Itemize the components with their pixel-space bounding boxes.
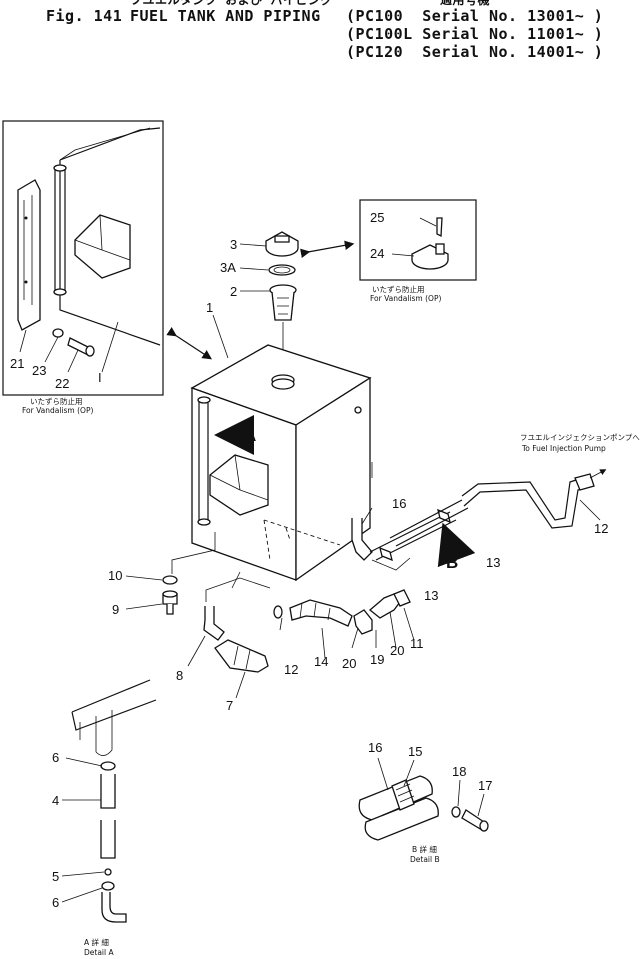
figure-title: FUEL TANK AND PIPING xyxy=(130,7,321,25)
callout-20-left: 20 xyxy=(342,656,356,671)
jp-applicable-label: 適用号機 xyxy=(440,0,491,7)
callout-14: 14 xyxy=(314,654,328,669)
inset-vandalism-guard xyxy=(2,120,164,396)
callout-17: 17 xyxy=(478,778,492,793)
double-arrow-right xyxy=(300,240,355,259)
drain-parts xyxy=(125,532,271,699)
callout-6-lower: 6 xyxy=(52,895,59,910)
pump-label-en: To Fuel Injection Pump xyxy=(521,444,606,453)
callout-16-main: 16 xyxy=(392,496,406,511)
callout-4: 4 xyxy=(52,793,59,808)
leader-1 xyxy=(212,314,229,359)
detail-a-jp: A 詳 細 xyxy=(84,937,109,947)
callout-3: 3 xyxy=(230,237,237,252)
filler-cap-parts xyxy=(239,231,299,375)
callout-22: 22 xyxy=(55,376,69,391)
view-arrow-b xyxy=(437,522,476,568)
view-label-b: B xyxy=(446,553,458,572)
double-arrow-left xyxy=(166,327,213,360)
callout-15: 15 xyxy=(408,744,422,759)
callout-23: 23 xyxy=(32,363,46,378)
callout-1: 1 xyxy=(206,300,213,315)
callout-20-right: 20 xyxy=(390,643,404,658)
detail-b-jp: B 詳 細 xyxy=(412,844,437,854)
callout-3a: 3A xyxy=(220,260,236,275)
figure-number: Fig. 141 xyxy=(46,7,123,25)
callout-5: 5 xyxy=(52,869,59,884)
pump-label-jp: フユエルインジェクションポンプへ xyxy=(520,433,640,442)
detail-b-en: Detail B xyxy=(410,855,440,864)
callout-16-detail: 16 xyxy=(368,740,382,755)
detail-a-en: Detail A xyxy=(84,948,114,957)
callout-8: 8 xyxy=(176,668,183,683)
callout-10: 10 xyxy=(108,568,122,583)
detail-a xyxy=(61,679,157,923)
vandalism-jp-right: いたずら防止用 xyxy=(372,284,425,294)
applicability-line-2: (PC100L Serial No. 11001~ ) xyxy=(346,25,604,43)
callout-2: 2 xyxy=(230,284,237,299)
fuel-tank xyxy=(190,344,373,582)
callout-11: 11 xyxy=(410,636,424,651)
callout-18: 18 xyxy=(452,764,466,779)
vandalism-en-right: For Vandalism (OP) xyxy=(370,294,441,303)
callout-21: 21 xyxy=(10,356,24,371)
figure-header: フユエルタンク および パイピング 適用号機 Fig. 141 FUEL TAN… xyxy=(0,0,640,70)
applicability-line-3: (PC120 Serial No. 14001~ ) xyxy=(346,43,604,61)
callout-25: 25 xyxy=(370,210,384,225)
callout-12-lower: 12 xyxy=(284,662,298,677)
applicability-line-1: (PC100 Serial No. 13001~ ) xyxy=(346,7,604,25)
view-label-a: A xyxy=(244,426,256,445)
callout-24: 24 xyxy=(370,246,384,261)
fuel-piping xyxy=(273,469,607,659)
callout-13-lower: 13 xyxy=(424,588,438,603)
callout-13-right: 13 xyxy=(486,555,500,570)
vandalism-en-left: For Vandalism (OP) xyxy=(22,406,93,415)
callout-6-upper: 6 xyxy=(52,750,59,765)
vandalism-jp-left: いたずら防止用 xyxy=(30,396,83,406)
callout-9: 9 xyxy=(112,602,119,617)
callout-19: 19 xyxy=(370,652,384,667)
callout-12-right: 12 xyxy=(594,521,608,536)
callout-7: 7 xyxy=(226,698,233,713)
inset-lockable-cap xyxy=(359,199,477,281)
callout-inset-ref: I xyxy=(98,370,102,385)
detail-b xyxy=(358,757,489,841)
jp-title: フユエルタンク および パイピング xyxy=(130,0,333,7)
